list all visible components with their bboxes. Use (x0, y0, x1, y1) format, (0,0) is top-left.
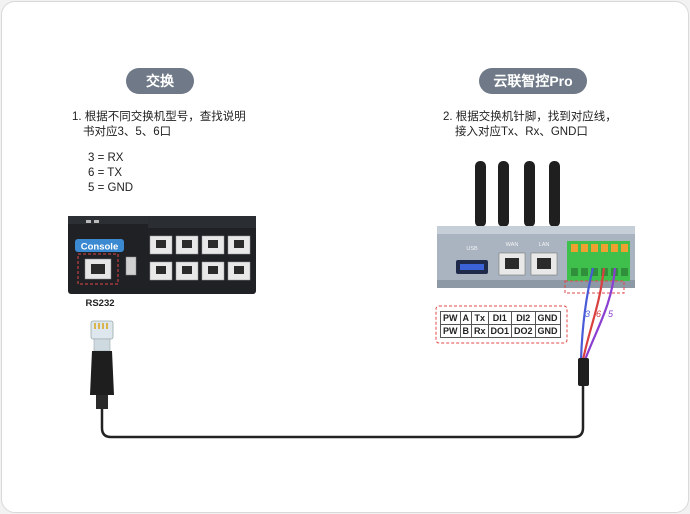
usb-port-label: USB (466, 246, 478, 252)
switch-step-line2: 书对应3、5、6口 (83, 126, 172, 138)
rs232-label: RS232 (85, 298, 114, 309)
pin-cell: B (459, 324, 472, 338)
pin-cell: DI1 (487, 311, 513, 325)
console-label: Console (81, 242, 118, 253)
pin-cell: DO2 (511, 324, 536, 338)
rj45-plug (90, 320, 114, 409)
pin-cell: GND (534, 324, 561, 338)
console-badge (75, 239, 124, 252)
wan-port-label: WAN (506, 242, 519, 248)
pin-table-row: PW A Tx DI1 DI2 GND (440, 311, 561, 325)
switch-step-line1: 1. 根据不同交换机型号，查找说明 (72, 111, 246, 123)
pin-cell: Rx (471, 324, 489, 338)
wire-label-5: 5 (608, 309, 614, 319)
pin-cell: DI2 (511, 311, 536, 325)
wire-label-3: 3 (585, 309, 590, 319)
pin-cell: Tx (471, 311, 489, 325)
pin-cell: GND (534, 311, 561, 325)
wire-label-6: 6 (596, 309, 601, 319)
controller-step-line2: 接入对应Tx、Rx、GND口 (455, 126, 588, 138)
pin-table-frame (435, 305, 568, 344)
pin-cell: PW (440, 311, 461, 325)
lan-port-label: LAN (539, 242, 550, 248)
pin-table: PW A Tx DI1 DI2 GND PW B Rx DO1 DO2 GND (440, 311, 561, 338)
pin-map-gnd: 5 = GND (88, 182, 134, 194)
console-cable (100, 385, 585, 439)
signal-wires (579, 267, 617, 361)
cable-sleeve (578, 358, 589, 386)
pin-table-row: PW B Rx DO1 DO2 GND (440, 324, 561, 338)
switch-title: 交换机 (126, 68, 194, 115)
pin-map-rx: 3 = RX (88, 152, 124, 164)
controller-title: 云联智控Pro (479, 68, 587, 94)
pin-cell: A (459, 311, 472, 325)
pin-map-tx: 6 = TX (88, 167, 122, 179)
pin-cell: DO1 (487, 324, 513, 338)
controller-device (437, 161, 635, 294)
pin-cell: PW (440, 324, 461, 338)
pin-mapping: 3 = RX 6 = TX 5 = GND (88, 151, 133, 196)
network-switch (68, 216, 256, 294)
controller-step-line1: 2. 根据交换机针脚，找到对应线， (443, 111, 617, 123)
